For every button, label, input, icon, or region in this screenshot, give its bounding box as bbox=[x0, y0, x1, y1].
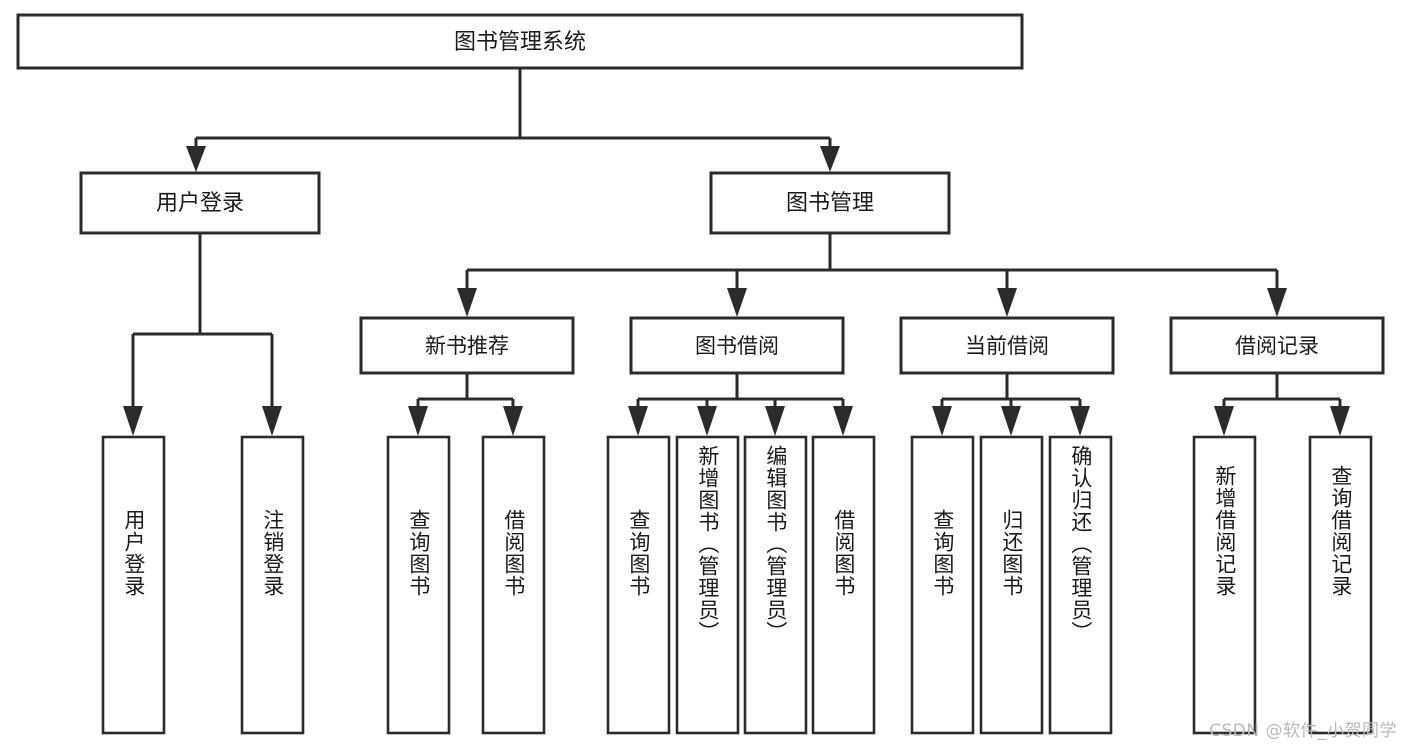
arrowhead-leaf-user-login bbox=[123, 406, 143, 436]
arrowhead-user-login bbox=[186, 146, 206, 172]
node-leaf-query-book-3-box[interactable] bbox=[910, 435, 975, 735]
arrowhead-new-book-recommend bbox=[457, 288, 477, 317]
node-new-book-recommend-label: 新书推荐 bbox=[425, 334, 509, 358]
node-title-root[interactable]: 图书管理系统 bbox=[16, 13, 1024, 70]
node-leaf-query-record-box[interactable] bbox=[1308, 435, 1373, 735]
node-new-book-recommend[interactable]: 新书推荐 bbox=[359, 316, 575, 375]
node-title-label: 图书管理系统 bbox=[454, 30, 586, 55]
node-borrow-record-label: 借阅记录 bbox=[1235, 334, 1319, 358]
arrowhead-leaf-query-record bbox=[1330, 406, 1350, 436]
node-current-borrow[interactable]: 当前借阅 bbox=[899, 316, 1115, 375]
csdn-watermark: CSDN @软件_小贺同学 bbox=[1209, 721, 1397, 741]
node-leaf-query-book-1-box[interactable] bbox=[386, 435, 451, 735]
arrowhead-leaf-query-book-2 bbox=[628, 406, 648, 436]
node-leaf-borrow-book-1-box[interactable] bbox=[481, 435, 546, 735]
arrowhead-leaf-logout-login bbox=[262, 406, 282, 436]
arrowhead-leaf-return-book bbox=[1001, 406, 1021, 436]
arrowhead-leaf-borrow-book-1 bbox=[503, 406, 523, 436]
arrowhead-borrow-record bbox=[1267, 288, 1287, 317]
node-book-management[interactable]: 图书管理 bbox=[709, 171, 951, 235]
arrowhead-leaf-confirm-return bbox=[1070, 406, 1090, 436]
node-borrow-record-box bbox=[1169, 316, 1385, 375]
node-book-borrow[interactable]: 图书借阅 bbox=[629, 316, 845, 375]
node-current-borrow-box bbox=[899, 316, 1115, 375]
node-leaf-edit-book-box[interactable] bbox=[743, 435, 808, 735]
arrowhead-leaf-borrow-book-2 bbox=[833, 406, 853, 436]
node-leaf-confirm-return-box[interactable] bbox=[1048, 435, 1113, 735]
arrowhead-leaf-add-book bbox=[697, 406, 717, 436]
node-user-login[interactable]: 用户登录 bbox=[79, 171, 321, 235]
arrowhead-book-borrow bbox=[727, 288, 747, 317]
arrowhead-leaf-query-book-3 bbox=[932, 406, 952, 436]
node-book-borrow-box bbox=[629, 316, 845, 375]
node-leaf-borrow-book-2-box[interactable] bbox=[811, 435, 876, 735]
arrowhead-leaf-query-book-1 bbox=[408, 406, 428, 436]
arrowhead-leaf-edit-book bbox=[765, 406, 785, 436]
node-new-book-recommend-box bbox=[359, 316, 575, 375]
node-leaf-logout-login-box[interactable] bbox=[240, 435, 305, 735]
node-leaf-return-book-box[interactable] bbox=[979, 435, 1044, 735]
arrowhead-leaf-add-record bbox=[1214, 406, 1234, 436]
node-title-box bbox=[16, 13, 1024, 70]
node-leaf-add-record-box[interactable] bbox=[1192, 435, 1257, 735]
node-book-management-box bbox=[709, 171, 951, 235]
arrowhead-book-management bbox=[820, 146, 840, 172]
node-leaf-user-login-box[interactable] bbox=[101, 435, 166, 735]
node-leaf-add-book-box[interactable] bbox=[675, 435, 740, 735]
node-book-borrow-label: 图书借阅 bbox=[695, 334, 779, 358]
node-book-management-label: 图书管理 bbox=[786, 191, 874, 216]
node-leaf-query-book-2-box[interactable] bbox=[606, 435, 671, 735]
node-user-login-label: 用户登录 bbox=[156, 191, 244, 216]
node-current-borrow-label: 当前借阅 bbox=[965, 334, 1049, 358]
arrowhead-current-borrow bbox=[997, 288, 1017, 317]
node-borrow-record[interactable]: 借阅记录 bbox=[1169, 316, 1385, 375]
